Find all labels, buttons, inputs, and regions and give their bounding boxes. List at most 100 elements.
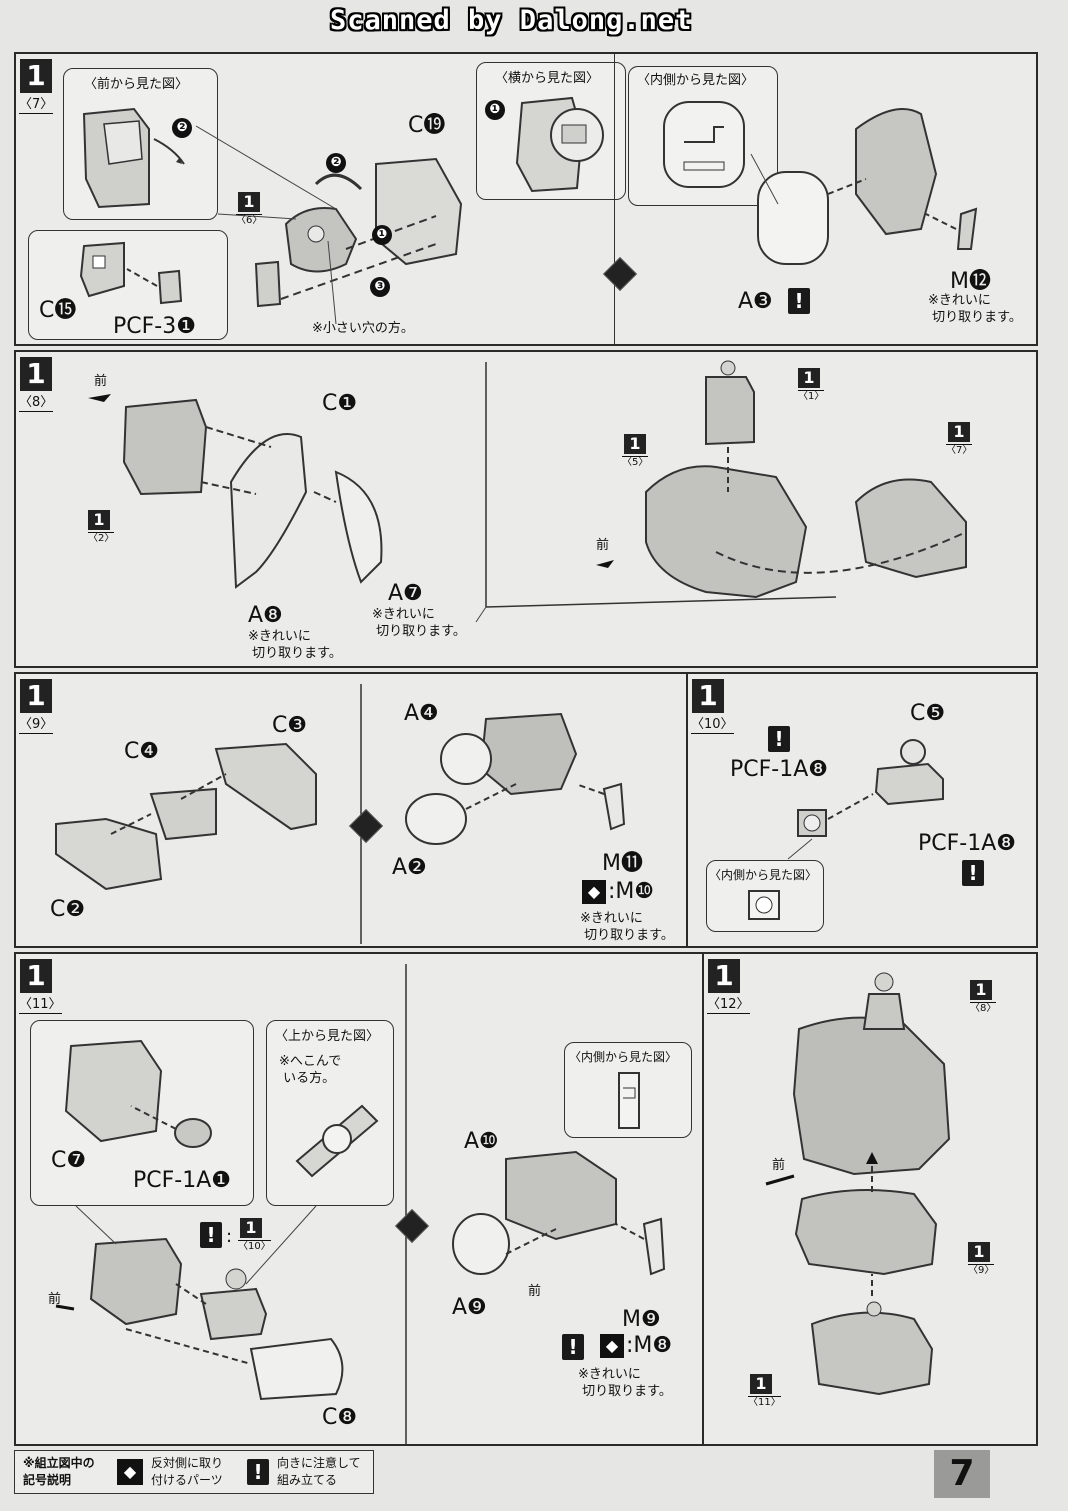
ref-sub-7: 〈7〉 [946,444,973,456]
step-number-1-main: ❶ [372,224,392,245]
part-label-m8: :M❽ [626,1333,673,1358]
c7-inset: C❼ PCF-1A❶ [30,1020,254,1206]
note-a8: ※きれいに 切り取ります。 [248,629,342,661]
inner-view-inset: 〈内側から見た図〉 [706,860,824,932]
part-label-a10: A❿ [464,1129,499,1154]
part-label-c2: C❷ [50,897,86,922]
step7-assembly-drawing [195,125,463,325]
c15-drawing [79,241,183,305]
ref-badge-11: 1 [750,1374,772,1394]
symmetric-legend-icon: ◆ [117,1459,143,1485]
step10-drawing [787,739,944,860]
caution-mark: ! [200,1222,222,1248]
c7-drawing [64,1039,212,1148]
step-panel-12: 1 〈12〉 1 〈8〉 前 1 〈9〉 1 〈11〉 [702,952,1038,1446]
ref-sub-10: 〈10〉 [238,1240,271,1252]
step7-right-drawing [750,108,978,265]
note-clean-cut: ※きれいに 切り取ります。 [578,1367,672,1399]
caution-mark-right: ! [962,860,984,886]
step8-left-drawing [88,362,837,623]
ref-sub-5: 〈5〉 [622,456,649,468]
caution-mark: ! [788,288,810,314]
page-number: 7 [934,1450,990,1498]
top-view-title: 〈上から見た図〉 [275,1029,380,1044]
inner-view-title: 〈内側から見た図〉 [709,868,818,882]
ref-badge-5: 1 [624,434,646,454]
step-sub-number: 〈10〉 [691,717,734,734]
note-clean-cut: ※きれいに 切り取ります。 [580,911,674,943]
step-badge: 1 [20,59,52,93]
caution-legend-icon: ! [247,1459,269,1485]
part-label-a9: A❾ [452,1295,487,1320]
part-label-c4: C❹ [124,739,160,764]
side-view-title: 〈横から見た図〉 [495,71,600,86]
step-badge: 1 [20,679,52,713]
front-view-title: 〈前から見た図〉 [84,77,189,92]
part-label-m10: :M❿ [608,879,655,904]
step-badge: 1 [20,959,52,993]
step-panel-10: 1 〈10〉 ! PCF-1A❽ C❺ PCF-1A❽ ! 〈内側から見た図〉 [686,672,1038,948]
step-panel-11: 1 〈11〉 C❼ PCF-1A❶ 〈上から見た図〉 ※へこんで いる方。 [14,952,704,1446]
step-sub-number: 〈12〉 [707,997,750,1014]
part-label-pcf1a8-right: PCF-1A❽ [918,831,1016,856]
part-label-c19: C⓳ [408,113,446,138]
note-dented: ※へこんで いる方。 [279,1054,342,1086]
ref-badge-10: 1 [240,1218,262,1238]
top-view-inset: 〈上から見た図〉 ※へこんで いる方。 [266,1020,394,1206]
part-label-m12: M⓬ [950,269,991,294]
inner-view-drawing [748,890,780,920]
part-label-c5: C❺ [910,701,946,726]
note-small-hole: ※小さい穴の方。 [312,321,414,336]
step-badge: 1 [20,357,52,391]
ref-badge-2: 1 [88,510,110,530]
part-label-a7: A❼ [388,581,423,606]
front-view-drawing [82,107,185,209]
ref-badge-6: 1 [238,192,260,212]
symmetric-part-icon: ◆ [582,880,606,904]
step-number-1-side: ❶ [485,99,505,120]
step-panel-8: 1 〈8〉 前 C❶ 1 〈2〉 A❽ ※きれいに 切り取ります。 A❼ ※きれ… [14,350,1038,668]
part-label-m9: M❾ [622,1307,661,1332]
front-direction-label-right: 前 [596,538,610,553]
ref-sub-6: 〈6〉 [236,214,263,226]
top-view-drawing [295,1104,379,1178]
ref-sub-8: 〈8〉 [970,1002,997,1014]
part-label-c7: C❼ [51,1148,87,1173]
note-clean-cut: ※きれいに 切り取ります。 [928,293,1022,325]
step-badge: 1 [708,959,740,993]
step11-left-drawing [55,964,666,1444]
inner-view-title: 〈内側から見た図〉 [569,1050,678,1064]
inner-view-drawing [663,101,745,188]
part-label-pcf1a1: PCF-1A❶ [133,1168,231,1193]
step-sub-number: 〈8〉 [19,395,54,412]
step12-drawing [765,972,951,1396]
front-direction-label: 前 [772,1158,786,1173]
legend-title: ※組立図中の 記号説明 [23,1456,95,1487]
ref-badge-1: 1 [798,368,820,388]
step-sub-number: 〈11〉 [19,997,62,1014]
panel-divider [614,54,615,344]
ref-sub-1: 〈1〉 [798,390,825,402]
front-direction-label: 前 [48,1292,62,1307]
part-label-a8: A❽ [248,603,283,628]
part-label-pcf1a8-top: PCF-1A❽ [730,757,828,782]
part-label-a4: A❹ [404,701,439,726]
ref-sub-2: 〈2〉 [88,532,115,544]
part-label-a3: A❸ [738,289,773,314]
step-sub-number: 〈7〉 [19,97,54,114]
scan-credit: Scanned by Dalong.net [330,5,693,36]
part-label-c8: C❽ [322,1405,358,1430]
inner-view-inset: 〈内側から見た図〉 [564,1042,692,1138]
part-label-c3: C❸ [272,713,308,738]
symmetric-part-icon: ◆ [600,1334,624,1358]
ref-badge-9: 1 [968,1242,990,1262]
c15-inset: C⓯ PCF-3❶ [28,230,228,340]
step-badge: 1 [692,679,724,713]
step-sub-number: 〈9〉 [19,717,54,734]
ref-badge-8: 1 [970,980,992,1000]
step-panel-7: 1 〈7〉 〈前から見た図〉 ❷ C⓯ PCF-3❶ [14,52,1038,346]
step8-right-drawing [596,360,967,599]
side-view-drawing [515,96,604,193]
part-label-m11: M⓫ [602,851,643,876]
inner-view-title: 〈内側から見た図〉 [637,73,755,88]
